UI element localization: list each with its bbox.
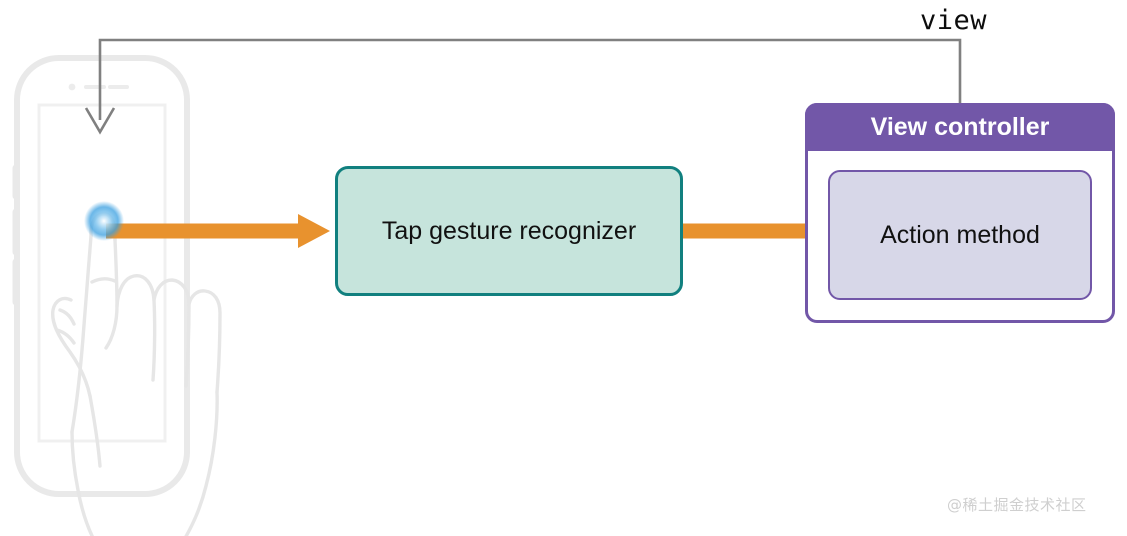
phone-body — [12, 55, 190, 497]
action-method-node[interactable]: Action method — [828, 170, 1092, 300]
phone-screen — [37, 83, 167, 443]
tap-highlight — [84, 201, 124, 241]
view-controller-header: View controller — [805, 103, 1115, 151]
action-method-label: Action method — [880, 220, 1040, 249]
view-controller-node[interactable]: View controller Action method — [805, 103, 1115, 323]
hand-illustration — [50, 212, 222, 536]
tap-gesture-recognizer-label: Tap gesture recognizer — [381, 216, 637, 245]
watermark-text: @稀土掘金技术社区 — [947, 496, 1087, 514]
view-connector-label: view — [920, 5, 988, 36]
view-connector-line — [84, 38, 962, 135]
view-controller-title: View controller — [870, 112, 1050, 141]
tap-gesture-recognizer-node[interactable]: Tap gesture recognizer — [335, 166, 683, 296]
tap-to-recognizer-arrow — [106, 214, 330, 248]
